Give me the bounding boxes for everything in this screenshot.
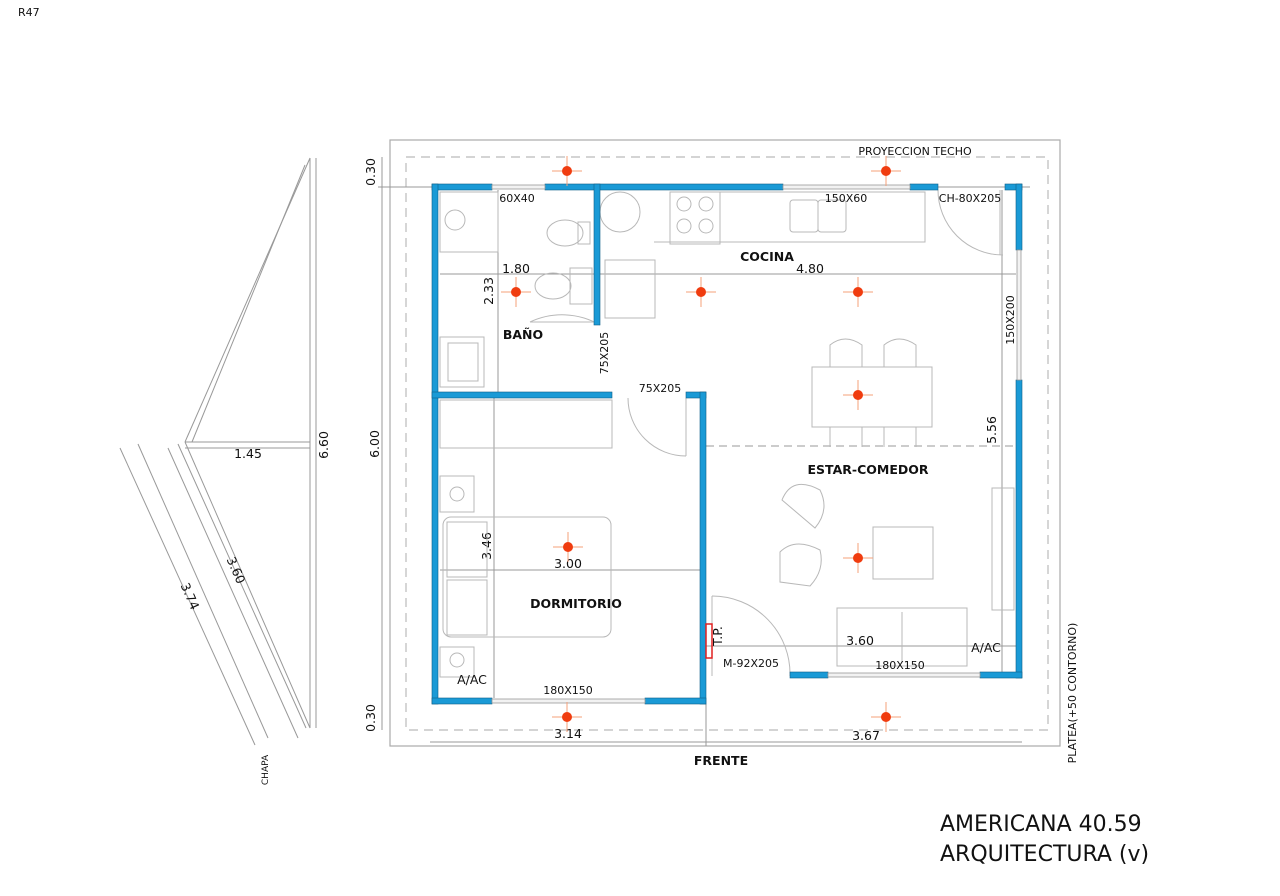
dim-dorm-width: 3.00 — [554, 556, 582, 571]
platea-outline — [389, 139, 1061, 747]
label-window-estar: 180X150 — [875, 659, 925, 672]
label-window-bano: 60X40 — [499, 192, 535, 205]
label-platea: PLATEA(+50 CONTORNO) — [1066, 623, 1079, 764]
dim-bano-width: 1.80 — [502, 261, 530, 276]
dim-front-left: 3.14 — [554, 726, 582, 741]
label-door-main: M-92X205 — [723, 657, 779, 670]
label-door-back: CH-80X205 — [939, 192, 1001, 205]
light-point-icon — [501, 277, 531, 307]
title-line-1: AMERICANA 40.59 — [940, 812, 1142, 837]
tablero-icon — [705, 623, 713, 659]
label-tp: T.P. — [710, 626, 725, 647]
light-point-icon — [871, 156, 901, 186]
light-point-icon — [686, 277, 716, 307]
roof-projection — [405, 156, 1049, 731]
light-point-icon — [843, 277, 873, 307]
label-aac-dorm: A/AC — [457, 672, 487, 687]
room-estar-comedor: ESTAR-COMEDOR — [808, 462, 929, 477]
light-point-icon — [843, 380, 873, 410]
label-aac-estar: A/AC — [971, 640, 1001, 655]
furniture — [439, 189, 1015, 678]
label-door-bano: 75X205 — [598, 332, 611, 375]
dim-cocina-width: 4.80 — [796, 261, 824, 276]
dim-top-margin: 0.30 — [363, 158, 378, 186]
title-line-2: ARQUITECTURA (v) — [940, 842, 1149, 867]
light-point-icon — [871, 702, 901, 732]
label-frente: FRENTE — [694, 753, 748, 768]
label-chapa: CHAPA — [261, 754, 271, 785]
dim-estar-width: 3.60 — [846, 633, 874, 648]
light-point-icon — [553, 532, 583, 562]
dim-roof-run: 1.45 — [234, 446, 262, 461]
label-window-cocina: 150X60 — [825, 192, 868, 205]
room-dormitorio: DORMITORIO — [530, 596, 622, 611]
dim-chapa-outer: 3.74 — [178, 580, 203, 612]
label-window-right: 150X200 — [1004, 295, 1017, 345]
dim-bano-depth: 2.33 — [481, 277, 496, 305]
light-point-icon — [843, 543, 873, 573]
dim-estar-depth: 5.56 — [984, 416, 999, 444]
roof-section — [119, 157, 317, 746]
room-bano: BAÑO — [503, 327, 543, 342]
label-window-dorm: 180X150 — [543, 684, 593, 697]
sheet-code: R47 — [18, 6, 40, 19]
light-point-icon — [552, 156, 582, 186]
dim-front-right: 3.67 — [852, 728, 880, 743]
dim-roof-height: 6.60 — [316, 431, 331, 459]
room-cocina: COCINA — [740, 249, 794, 264]
dim-total-depth: 6.00 — [367, 430, 382, 458]
light-point-icon — [552, 702, 582, 732]
label-proyeccion-techo: PROYECCION TECHO — [858, 145, 972, 158]
windows — [491, 184, 1022, 704]
walls — [431, 183, 1023, 705]
dim-bottom-margin: 0.30 — [363, 704, 378, 732]
light-points — [501, 156, 901, 732]
label-door-dorm: 75X205 — [639, 382, 682, 395]
